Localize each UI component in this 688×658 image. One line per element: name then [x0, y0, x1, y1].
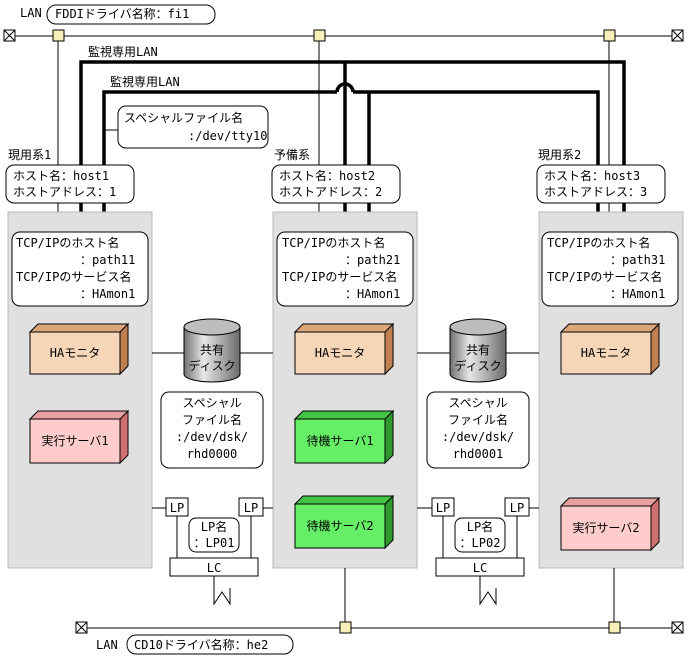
shared-disk-2-label-2: ディスク [454, 358, 501, 373]
system-1-exec-server-1: 実行サーバ1 [28, 409, 130, 465]
lp-group-2-lp-right: LP [510, 501, 524, 515]
lp-group-2-lc: LC [473, 561, 487, 575]
special-file-line2: :/dev/tty10 [188, 129, 267, 143]
system-3-tcp-service-value: ：HAmon1 [610, 287, 665, 301]
bottom-lan-driver-label: CD10ドライバ名称：he2 [134, 637, 268, 652]
system-1-exec-server-1-label: 実行サーバ1 [41, 433, 108, 448]
system-2: 予備系 ホスト名：host2 ホストアドレス：2 TCP/IPのホスト名 ：pa… [271, 147, 414, 550]
system-2-standby-server-1: 待機サーバ1 [293, 409, 395, 465]
shared-disk-2-file-4: rhd0001 [453, 447, 504, 461]
top-lan: LAN FDDIドライバ名称：fi1 [3, 4, 684, 42]
shared-disk-1-file-3: :/dev/dsk/ [176, 430, 248, 444]
system-1-ha-monitor-label: HAモニタ [50, 346, 100, 360]
shared-disk-1-label-1: 共有 [200, 343, 224, 357]
system-2-standby-server-2: 待機サーバ2 [293, 494, 395, 550]
system-3-ha-monitor: HAモニタ [559, 322, 661, 376]
system-2-tcp-service-value: ：HAmon1 [345, 287, 400, 301]
system-3-host-name: ホスト名：host3 [544, 168, 640, 183]
system-3-host-address: ホストアドレス：3 [544, 185, 647, 199]
system-3-ha-monitor-label: HAモニタ [581, 346, 631, 360]
shared-disk-2: 共有 ディスク スペシャル ファイル名 :/dev/dsk/ rhd0001 [417, 318, 539, 469]
top-lan-label: LAN [20, 6, 42, 20]
system-2-ha-monitor-label: HAモニタ [315, 346, 365, 360]
special-file-line1: スペシャルファイル名 [124, 110, 243, 125]
system-1-title: 現用系1 [8, 148, 51, 162]
top-lan-connector-3 [603, 29, 616, 42]
system-3-exec-server-2-label: 実行サーバ2 [572, 520, 639, 535]
system-2-tcp-host-label: TCP/IPのホスト名 [282, 235, 385, 250]
system-1: 現用系1 ホスト名：host1 ホストアドレス：1 TCP/IPのホスト名 ：p… [5, 148, 149, 465]
system-3-exec-server-2: 実行サーバ2 [559, 496, 661, 552]
system-2-standby-server-2-label: 待機サーバ2 [306, 518, 373, 533]
lp-group-2-lp-left: LP [436, 501, 450, 515]
special-file-callout: スペシャルファイル名 :/dev/tty10 [104, 105, 269, 149]
system-1-host-name: ホスト名：host1 [13, 168, 109, 183]
system-2-host-name: ホスト名：host2 [279, 168, 375, 183]
system-1-tcp-service-label: TCP/IPのサービス名 [16, 269, 131, 284]
lp-group-1-lc: LC [207, 561, 221, 575]
shared-disk-1-file-2: ファイル名 [182, 412, 242, 427]
system-3-tcp-host-label: TCP/IPのホスト名 [547, 235, 650, 250]
system-2-tcp-host-value: ：path21 [345, 253, 400, 267]
top-lan-connector-1 [52, 29, 65, 42]
system-2-standby-server-1-label: 待機サーバ1 [306, 433, 373, 448]
bottom-lan-connector-1 [339, 621, 352, 634]
shared-disk-1-file-1: スペシャル [182, 396, 241, 410]
shared-disk-2-file-2: ファイル名 [448, 412, 508, 427]
shared-disk-1-label-2: ディスク [188, 358, 235, 373]
lp-group-1-name-2: ：LP01 [194, 536, 235, 550]
system-3-tcp-host-value: ：path31 [610, 253, 665, 267]
system-2-title: 予備系 [274, 147, 310, 162]
bottom-lan: LAN CD10ドライバ名称：he2 [75, 568, 684, 655]
system-1-ha-monitor: HAモニタ [28, 322, 130, 376]
lp-group-2: LP LP LP名 ：LP02 LC [417, 497, 539, 606]
shared-disk-1: 共有 ディスク スペシャル ファイル名 :/dev/dsk/ rhd0000 [152, 318, 273, 469]
lp-group-2-name-1: LP名 [467, 519, 493, 534]
lp-group-1-lp-right: LP [244, 501, 258, 515]
system-2-ha-monitor: HAモニタ [293, 322, 395, 376]
shared-disk-2-file-1: スペシャル [448, 396, 507, 410]
bottom-lan-label: LAN [96, 638, 118, 652]
lp-group-2-name-2: ：LP02 [460, 536, 501, 550]
system-1-tcp-host-value: ：path11 [80, 253, 135, 267]
system-1-host-address: ホストアドレス：1 [13, 185, 116, 199]
system-3: 現用系2 ホスト名：host3 ホストアドレス：3 TCP/IPのホスト名 ：p… [536, 148, 679, 552]
shared-disk-1-file-4: rhd0000 [187, 447, 238, 461]
top-lan-driver-label: FDDIドライバ名称：fi1 [55, 6, 189, 21]
monitor-lan-1-label: 監視専用LAN [88, 44, 158, 59]
system-1-tcp-host-label: TCP/IPのホスト名 [16, 235, 119, 250]
system-2-host-address: ホストアドレス：2 [279, 185, 382, 199]
system-2-tcp-service-label: TCP/IPのサービス名 [282, 269, 397, 284]
top-lan-connector-2 [313, 29, 326, 42]
system-3-tcp-service-label: TCP/IPのサービス名 [547, 269, 662, 284]
lp-group-1-name-1: LP名 [201, 519, 227, 534]
monitor-lan-2-label: 監視専用LAN [110, 74, 180, 89]
shared-disk-2-file-3: :/dev/dsk/ [442, 430, 514, 444]
system-1-tcp-service-value: ：HAmon1 [80, 287, 135, 301]
shared-disk-2-label-1: 共有 [466, 343, 490, 357]
lp-group-1-lp-left: LP [170, 501, 184, 515]
system-3-title: 現用系2 [538, 148, 581, 162]
bottom-lan-connector-2 [608, 621, 621, 634]
lp-group-1: LP LP LP名 ：LP01 LC [152, 497, 273, 606]
